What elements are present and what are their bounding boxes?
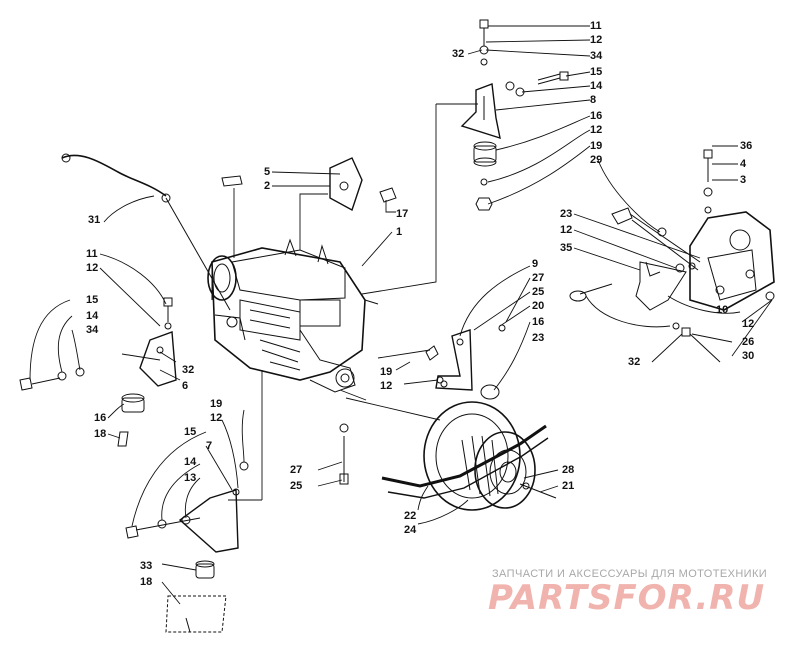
callout-32: 32: [182, 364, 195, 376]
callout-34: 34: [590, 50, 603, 62]
callout-19: 19: [380, 366, 393, 378]
drive-clutch: [339, 401, 557, 511]
callout-6: 6: [182, 380, 189, 392]
callout-25: 25: [290, 480, 303, 492]
top-mount-bracket: [460, 19, 569, 211]
watermark-tagline: ЗАПЧАСТИ И АКСЕССУАРЫ ДЛЯ МОТОТЕХНИКИ: [492, 568, 768, 580]
callout-13: 13: [184, 472, 197, 484]
callout-9: 9: [532, 258, 539, 270]
callout-15: 15: [184, 426, 197, 438]
callout-1: 1: [396, 226, 403, 238]
callout-14: 14: [184, 456, 197, 468]
callout-19: 19: [590, 140, 603, 152]
engine-top-parts: [221, 157, 397, 212]
callout-4: 4: [740, 158, 747, 170]
callout-16: 16: [590, 110, 603, 122]
callout-12: 12: [210, 412, 223, 424]
callout-27: 27: [290, 464, 303, 476]
callout-19: 19: [210, 398, 223, 410]
callout-35: 35: [560, 242, 573, 254]
engine-block: [207, 238, 379, 393]
center-l-bracket: [425, 324, 506, 400]
callout-28: 28: [562, 464, 575, 476]
callout-14: 14: [86, 310, 99, 322]
callout-16: 16: [94, 412, 107, 424]
callout-3: 3: [740, 174, 747, 186]
control-cable: [61, 153, 231, 311]
callout-12: 12: [560, 224, 573, 236]
callout-15: 15: [590, 66, 603, 78]
callout-12: 12: [742, 318, 755, 330]
callout-12: 12: [590, 124, 603, 136]
callout-24: 24: [404, 524, 417, 536]
callout-21: 21: [562, 480, 575, 492]
callout-8: 8: [590, 94, 597, 106]
callout-7: 7: [206, 440, 213, 452]
callout-20: 20: [532, 300, 545, 312]
callout-32: 32: [452, 48, 465, 60]
lower-left-mount-bracket: [125, 461, 249, 633]
center-mount-bracket: [569, 207, 721, 363]
callout-23: 23: [532, 332, 545, 344]
callout-18: 18: [94, 428, 107, 440]
callout-18: 18: [140, 576, 153, 588]
callout-12: 12: [86, 262, 99, 274]
callout-33: 33: [140, 560, 153, 572]
callout-2: 2: [264, 180, 271, 192]
callout-31: 31: [88, 214, 101, 226]
callout-25: 25: [532, 286, 545, 298]
callout-16: 16: [532, 316, 545, 328]
callout-26: 26: [742, 336, 755, 348]
callout-11: 11: [590, 20, 602, 32]
callout-17: 17: [396, 208, 409, 220]
callout-32: 32: [628, 356, 641, 368]
callout-36: 36: [740, 140, 753, 152]
callout-29: 29: [590, 154, 603, 166]
callout-5: 5: [264, 166, 271, 178]
callout-15: 15: [86, 294, 99, 306]
callout-11: 11: [86, 248, 98, 260]
leader-lines: [29, 25, 773, 605]
callout-12: 12: [380, 380, 393, 392]
callout-27: 27: [532, 272, 545, 284]
callout-34: 34: [86, 324, 99, 336]
watermark-logo: PARTSFOR.RU: [488, 578, 766, 618]
callout-30: 30: [742, 350, 755, 362]
callout-22: 22: [404, 510, 417, 522]
callout-10: 10: [716, 304, 729, 316]
right-mount-plate: [689, 149, 775, 311]
callout-23: 23: [560, 208, 573, 220]
callout-12: 12: [590, 34, 603, 46]
callout-14: 14: [590, 80, 603, 92]
